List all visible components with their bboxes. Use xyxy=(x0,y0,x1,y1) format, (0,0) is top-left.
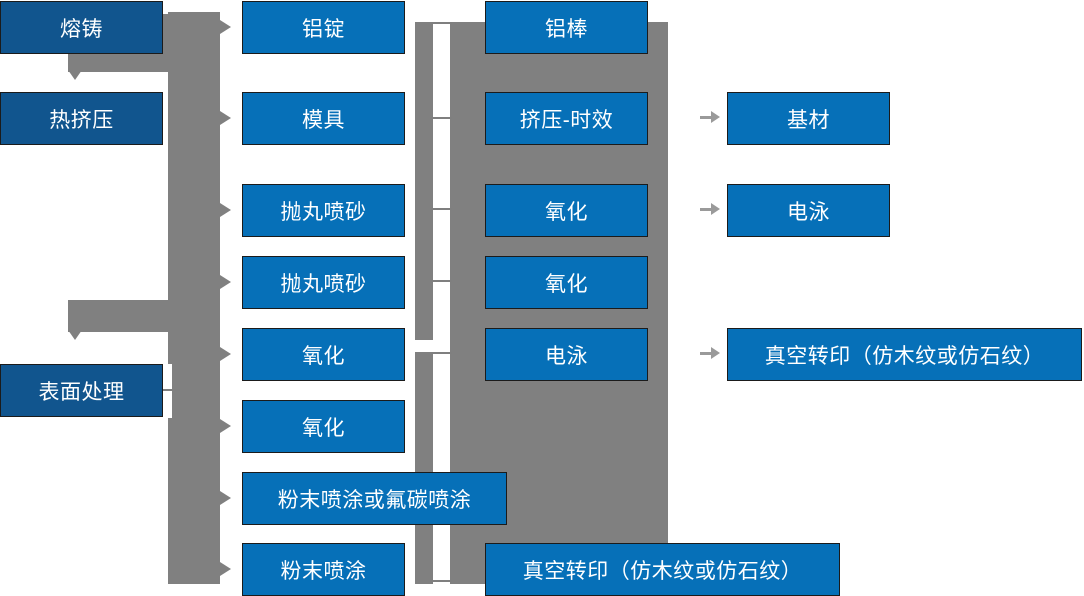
bridge-mid-5 xyxy=(431,352,452,354)
process-label-yanghua-2: 氧化 xyxy=(545,272,588,296)
input-box-paowan-1[interactable]: 抛丸喷砂 xyxy=(242,184,408,240)
input-label-yanghua-2: 氧化 xyxy=(302,416,345,440)
arrow-to-in-muju xyxy=(220,111,231,125)
connector-rail-mid-lower xyxy=(415,352,433,584)
connector-trunk-left xyxy=(168,12,220,584)
connector-bridge-biaomian xyxy=(68,300,180,332)
arrow-head-to-zhenkong xyxy=(711,347,720,359)
input-label-muju: 模具 xyxy=(302,108,345,132)
process-label-yanghua-1: 氧化 xyxy=(545,200,588,224)
output-label-dianyong: 电泳 xyxy=(787,200,830,224)
process-label-jiya: 挤压-时效 xyxy=(519,108,614,132)
stage-label-biaomian: 表面处理 xyxy=(38,380,125,404)
input-label-paowan-2: 抛丸喷砂 xyxy=(280,272,367,296)
stage-box-rejiya[interactable]: 热挤压 xyxy=(0,92,163,145)
stage-label-rejiya: 热挤压 xyxy=(49,108,114,132)
process-box-yanghua-1[interactable]: 氧化 xyxy=(485,184,651,240)
arrow-head-to-dianyong xyxy=(711,203,720,215)
input-box-paowan-2[interactable]: 抛丸喷砂 xyxy=(242,256,408,312)
connector-stub-biaomian xyxy=(162,389,180,391)
output-box-dianyong[interactable]: 电泳 xyxy=(727,184,893,240)
process-box-dianyong[interactable]: 电泳 xyxy=(485,328,651,384)
connector-notch-left xyxy=(160,364,172,418)
arrow-down-to-rejiya xyxy=(68,70,82,80)
arrow-to-in-ludin xyxy=(220,20,231,34)
input-box-ludin[interactable]: 铝锭 xyxy=(242,1,408,57)
bridge-mid-3 xyxy=(431,208,452,210)
process-box-lubang[interactable]: 铝棒 xyxy=(485,1,651,57)
input-box-yanghua-2[interactable]: 氧化 xyxy=(242,400,408,456)
process-label-dianyong: 电泳 xyxy=(545,344,588,368)
output-box-jicai[interactable]: 基材 xyxy=(727,92,893,148)
arrow-head-to-jicai xyxy=(711,111,720,123)
arrow-line-to-jicai xyxy=(700,116,712,119)
process-label-lubang: 铝棒 xyxy=(545,17,588,41)
input-box-muju[interactable]: 模具 xyxy=(242,92,408,148)
process-box-yanghua-2[interactable]: 氧化 xyxy=(485,256,651,312)
process-label-zhenkong: 真空转印（仿木纹或仿石纹） xyxy=(522,559,803,583)
input-label-yanghua-1: 氧化 xyxy=(302,344,345,368)
bridge-mid-4 xyxy=(431,280,452,282)
arrow-to-in-yanghua-2 xyxy=(220,419,231,433)
process-box-zhenkong[interactable]: 真空转印（仿木纹或仿石纹） xyxy=(485,543,843,596)
arrow-to-in-fenmo-1 xyxy=(220,491,231,505)
stage-label-rongzhu: 熔铸 xyxy=(60,17,103,41)
arrow-line-to-dianyong xyxy=(700,208,712,211)
stage-box-biaomian[interactable]: 表面处理 xyxy=(0,364,163,417)
input-label-paowan-1: 抛丸喷砂 xyxy=(280,200,367,224)
arrow-to-in-fenmo-2 xyxy=(220,562,231,576)
input-label-ludin: 铝锭 xyxy=(302,17,345,41)
stage-box-rongzhu[interactable]: 熔铸 xyxy=(0,1,163,54)
arrow-down-to-biaomian xyxy=(68,330,82,340)
arrow-to-in-paowan-1 xyxy=(220,203,231,217)
input-label-fenmo-1: 粉末喷涂或氟碳喷涂 xyxy=(277,488,472,512)
arrow-to-in-yanghua-1 xyxy=(220,347,231,361)
input-label-fenmo-2: 粉末喷涂 xyxy=(280,559,367,583)
input-box-yanghua-1[interactable]: 氧化 xyxy=(242,328,408,384)
bridge-mid-6 xyxy=(431,580,452,582)
process-box-jiya[interactable]: 挤压-时效 xyxy=(485,92,651,148)
bridge-mid-1 xyxy=(431,22,452,24)
arrow-to-in-paowan-2 xyxy=(220,275,231,289)
output-label-zhenkong: 真空转印（仿木纹或仿石纹） xyxy=(764,344,1045,368)
bridge-mid-2 xyxy=(431,117,452,119)
input-box-fenmo-1[interactable]: 粉末喷涂或氟碳喷涂 xyxy=(242,472,510,528)
input-box-fenmo-2[interactable]: 粉末喷涂 xyxy=(242,543,408,596)
output-box-zhenkong[interactable]: 真空转印（仿木纹或仿石纹） xyxy=(727,328,1084,384)
arrow-line-to-zhenkong xyxy=(700,352,712,355)
output-label-jicai: 基材 xyxy=(787,108,830,132)
connector-rail-mid-upper xyxy=(415,22,433,340)
